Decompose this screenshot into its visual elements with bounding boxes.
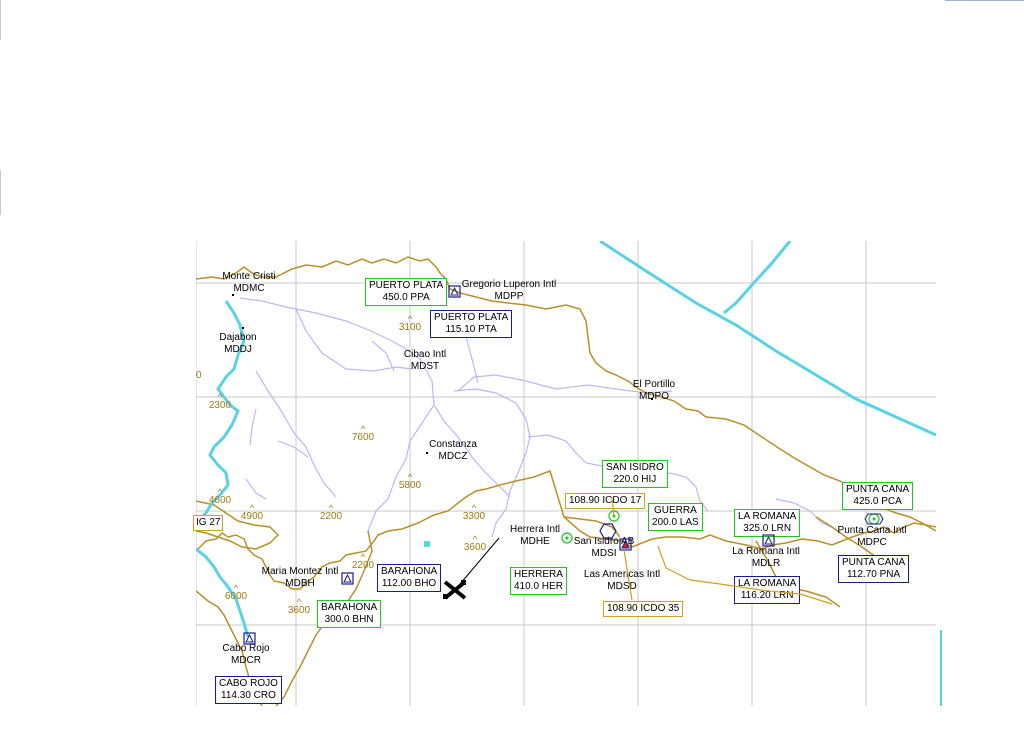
place-cabo-rojo[interactable]: Cabo Rojo MDCR (222, 643, 270, 666)
navaid-ndb-guerra[interactable]: GUERRA 200.0 LAS (648, 503, 703, 531)
elevation-marker: ^5800 (398, 472, 422, 491)
rivers (239, 297, 837, 538)
navaid-ndb-herrera[interactable]: HERRERA 410.0 HER (510, 567, 567, 595)
place-monte-cristi[interactable]: Monte Cristi MDMC (222, 271, 276, 294)
map-canvas[interactable] (196, 241, 936, 706)
elevation-marker: ^3600 (463, 534, 487, 553)
elevation-marker: ^7600 (351, 424, 375, 443)
elevation-marker: ^2300 (208, 392, 232, 411)
elevation-marker: ^4900 (240, 503, 264, 522)
elevation-marker: ^3300 (462, 503, 486, 522)
navaid-ndb-puerto-plata[interactable]: PUERTO PLATA 450.0 PPA (365, 278, 448, 306)
navaid-ndb-barahona[interactable]: BARAHONA 300.0 BHN (317, 600, 382, 628)
coastline (196, 256, 936, 706)
navaid-ndb-la-romana[interactable]: LA ROMANA 325.0 LRN (734, 509, 801, 537)
navaid-ndb-punta-cana[interactable]: PUNTA CANA 425.0 PCA (842, 482, 914, 510)
elevation-marker: ^3600 (287, 597, 311, 616)
place-maria-montez[interactable]: Maria Montez Intl MDBH (261, 566, 339, 589)
navaid-ndb-san-isidro[interactable]: SAN ISIDRO 220.0 HIJ (602, 460, 668, 488)
map-view[interactable] (196, 241, 936, 706)
place-el-portillo[interactable]: El Portillo MDPO (632, 379, 676, 402)
place-gregorio-luperon[interactable]: Gregorio Luperon Intl MDPP (461, 279, 557, 302)
navaid-vor-puerto-plata[interactable]: PUERTO PLATA 115.10 PTA (430, 310, 513, 338)
place-dajabon[interactable]: Dajabon MDDJ (219, 332, 257, 355)
partial-elevation: 0 (196, 370, 202, 381)
partial-ils-label[interactable]: IG 27 (193, 515, 224, 531)
place-constanza[interactable]: Constanza MDCZ (429, 439, 477, 462)
place-san-isidro[interactable]: San Isidro AB MDSI (573, 536, 635, 559)
elevation-marker: ^6000 (224, 583, 248, 602)
place-punta-cana[interactable]: Punta Cana Intl MDPC (837, 525, 907, 548)
navaid-vor-la-romana[interactable]: LA ROMANA 116.20 LRN (734, 576, 801, 604)
place-herrera[interactable]: Herrera Intl MDHE (509, 524, 560, 547)
place-cibao[interactable]: Cibao Intl MDST (403, 349, 447, 372)
elevation-marker: ^4600 (208, 487, 232, 506)
navaid-vor-cabo-rojo[interactable]: CABO ROJO 114.30 CRO (215, 676, 282, 704)
elevation-marker: ^3100 (398, 314, 422, 333)
place-las-americas[interactable]: Las Americas Intl MDSD (583, 569, 661, 592)
borders (196, 241, 936, 638)
elevation-marker: ^2200 (319, 503, 343, 522)
place-la-romana[interactable]: La Romana Intl MDLR (732, 546, 800, 569)
navaid-ils-icdo-35[interactable]: 108.90 ICDO 35 (603, 601, 684, 617)
navaid-vor-barahona[interactable]: BARAHONA 112.00 BHO (377, 564, 442, 592)
navaid-ils-icdo-17[interactable]: 108.90 ICDO 17 (565, 493, 646, 509)
elevation-marker: ^2200 (351, 552, 375, 571)
navaid-vor-punta-cana[interactable]: PUNTA CANA 112.70 PNA (838, 555, 910, 583)
